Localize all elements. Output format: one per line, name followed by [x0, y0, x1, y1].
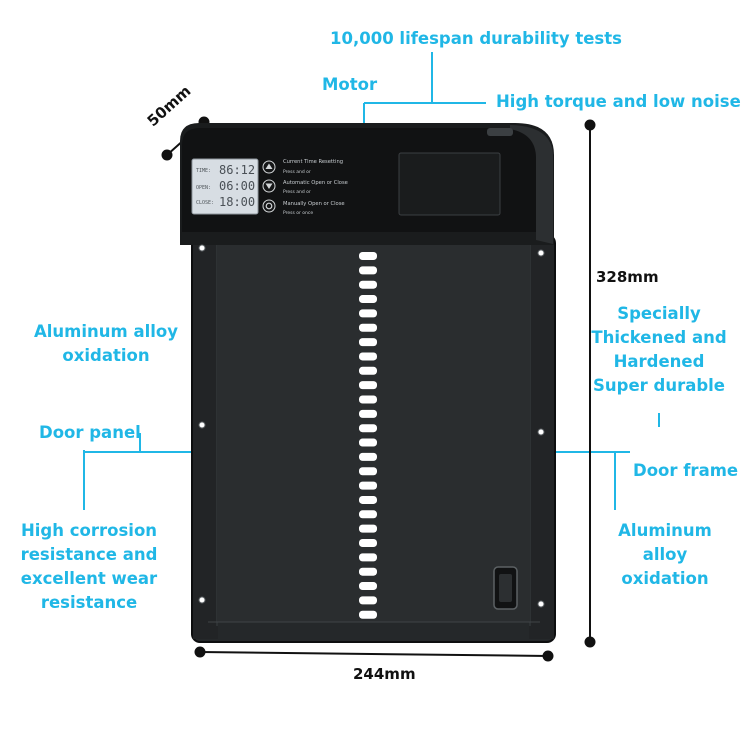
window-slot	[359, 510, 377, 519]
dimension-height-label: 328mm	[596, 268, 659, 286]
callout-corrosion-resistance: High corrosion resistance and excellent …	[4, 519, 174, 615]
lcd-time-label: TIME:	[196, 168, 211, 174]
top-housing-side-face	[510, 125, 553, 244]
window-slot	[359, 596, 377, 605]
callout-durability-tests: 10,000 lifespan durability tests	[330, 29, 622, 48]
callout-aluminum-right-line-3: oxidation	[621, 569, 709, 588]
window-slot	[359, 366, 377, 375]
window-slot	[359, 438, 377, 447]
window-slot	[359, 280, 377, 289]
window-slot	[359, 539, 377, 547]
window-slot	[359, 323, 377, 332]
control-instructions: Current Time Resetting Press and or Auto…	[283, 159, 348, 216]
callout-aluminum-right-line-2: alloy	[642, 545, 688, 564]
window-slot	[359, 495, 377, 504]
callout-aluminum-left-line-2: oxidation	[62, 346, 150, 365]
screw-left-bottom	[198, 596, 206, 604]
instruction-1-detail: Press and or	[283, 169, 311, 175]
window-slot	[359, 409, 377, 418]
callout-specially-line-3: Hardened	[613, 352, 705, 371]
width-dimension-line	[199, 651, 549, 657]
door-device: TIME: 86:12 OPEN: 06:00 CLOSE: 18:00 Cur…	[180, 123, 556, 643]
window-slot	[359, 252, 377, 260]
set-button[interactable]	[262, 199, 276, 213]
depth-endpoint-start	[161, 149, 173, 161]
callout-aluminum-right-line-1: Aluminum	[618, 521, 712, 540]
callout-specially-line-4: Super durable	[593, 376, 725, 395]
callout-corrosion-line-1: High corrosion	[20, 521, 158, 540]
width-endpoint-left	[194, 646, 206, 658]
callout-door-frame: Door frame	[633, 461, 739, 480]
instruction-2-title: Automatic Open or Close	[283, 180, 348, 186]
screw-right-middle	[537, 428, 545, 436]
motor-compartment	[398, 152, 501, 216]
callout-high-torque: High torque and low noise	[496, 92, 741, 111]
housing-cap	[487, 128, 513, 136]
window-slot	[359, 338, 377, 347]
lcd-display	[191, 158, 259, 215]
screw-left-top	[198, 244, 206, 252]
screw-right-bottom	[537, 600, 545, 608]
window-slot	[359, 524, 377, 533]
lcd-time-value: 86:12	[219, 163, 255, 177]
lcd-open-value: 06:00	[219, 179, 255, 193]
door-frame-rail-right	[529, 240, 554, 639]
callout-corrosion-line-2: resistance and	[20, 545, 158, 564]
window-slot	[359, 610, 377, 619]
callout-corrosion-line-3: excellent wear	[20, 569, 158, 588]
triangle-up-icon	[265, 163, 273, 169]
callout-motor: Motor	[322, 75, 378, 94]
lcd-open-label: OPEN:	[196, 185, 211, 191]
door-frame-rail-left	[193, 240, 218, 639]
window-slot	[359, 424, 377, 433]
screw-left-middle	[198, 421, 206, 429]
instruction-2-detail: Press and or	[283, 189, 311, 195]
gear-icon	[265, 202, 273, 210]
window-slot	[359, 352, 377, 361]
callout-specially-line-2: Thickened and	[591, 328, 727, 347]
window-slot	[359, 567, 377, 576]
callout-door-panel: Door panel	[39, 423, 141, 442]
window-slot	[359, 467, 377, 476]
window-slot	[359, 295, 377, 304]
instruction-3-title: Manually Open or Close	[283, 201, 345, 207]
callout-aluminum-right: Aluminum alloy oxidation	[606, 519, 724, 591]
callout-specially-thickened: Specially Thickened and Hardened Super d…	[580, 302, 738, 398]
callout-aluminum-left: Aluminum alloy oxidation	[24, 320, 188, 368]
height-endpoint-top	[584, 119, 596, 131]
bottom-slot-inner	[499, 574, 512, 602]
window-slot	[359, 395, 377, 404]
window-slot	[359, 381, 377, 390]
lcd-close-value: 18:00	[219, 195, 255, 209]
lcd-close-label: CLOSE:	[196, 200, 214, 206]
width-endpoint-right	[542, 650, 554, 662]
instruction-1-title: Current Time Resetting	[283, 159, 343, 165]
dimension-width-label: 244mm	[353, 665, 416, 683]
window-slot	[359, 266, 377, 275]
window-slot	[359, 452, 377, 461]
callout-specially-line-1: Specially	[617, 304, 701, 323]
window-slot	[359, 553, 377, 562]
center-window-strip	[359, 252, 377, 619]
callout-aluminum-left-line-1: Aluminum alloy	[34, 322, 178, 341]
window-slot	[359, 481, 377, 490]
window-slot	[359, 582, 377, 591]
height-endpoint-bottom	[584, 636, 596, 648]
callout-corrosion-line-4: resistance	[40, 593, 138, 612]
frame-screws	[198, 244, 545, 608]
instruction-3-detail: Press or once	[283, 210, 313, 216]
screw-right-top	[537, 249, 545, 257]
triangle-down-icon	[265, 183, 273, 189]
window-slot	[359, 309, 377, 318]
dimension-lines	[161, 116, 596, 662]
